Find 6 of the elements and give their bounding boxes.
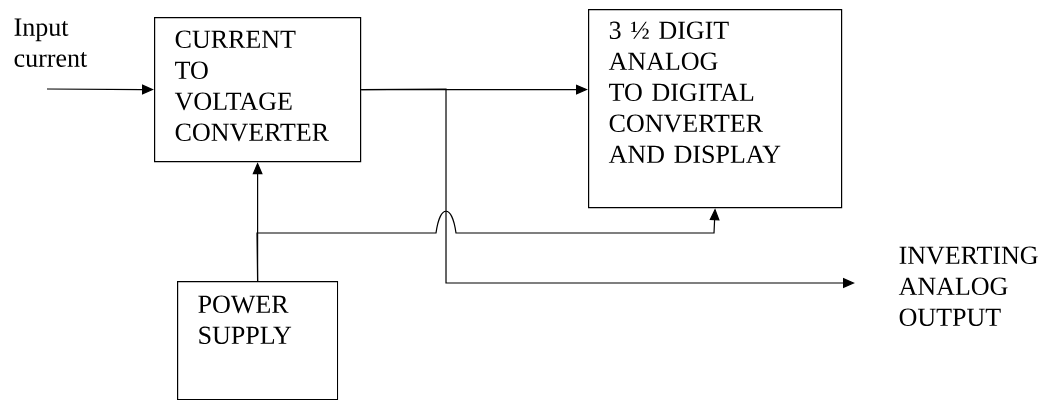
edge-label: Input current: [13, 18, 88, 67]
arrow: [46, 84, 154, 95]
power-supply-box: POWER SUPPLY: [177, 281, 339, 400]
output-label: INVERTING ANALOG OUTPUT: [898, 246, 1038, 327]
converter-box: CURRENT TO VOLTAGE CONVERTER: [154, 17, 362, 163]
converter-box: 3 ½ DIGIT ANALOG TO DIGITAL CONVERTER AND DISPLAY: [588, 9, 843, 209]
